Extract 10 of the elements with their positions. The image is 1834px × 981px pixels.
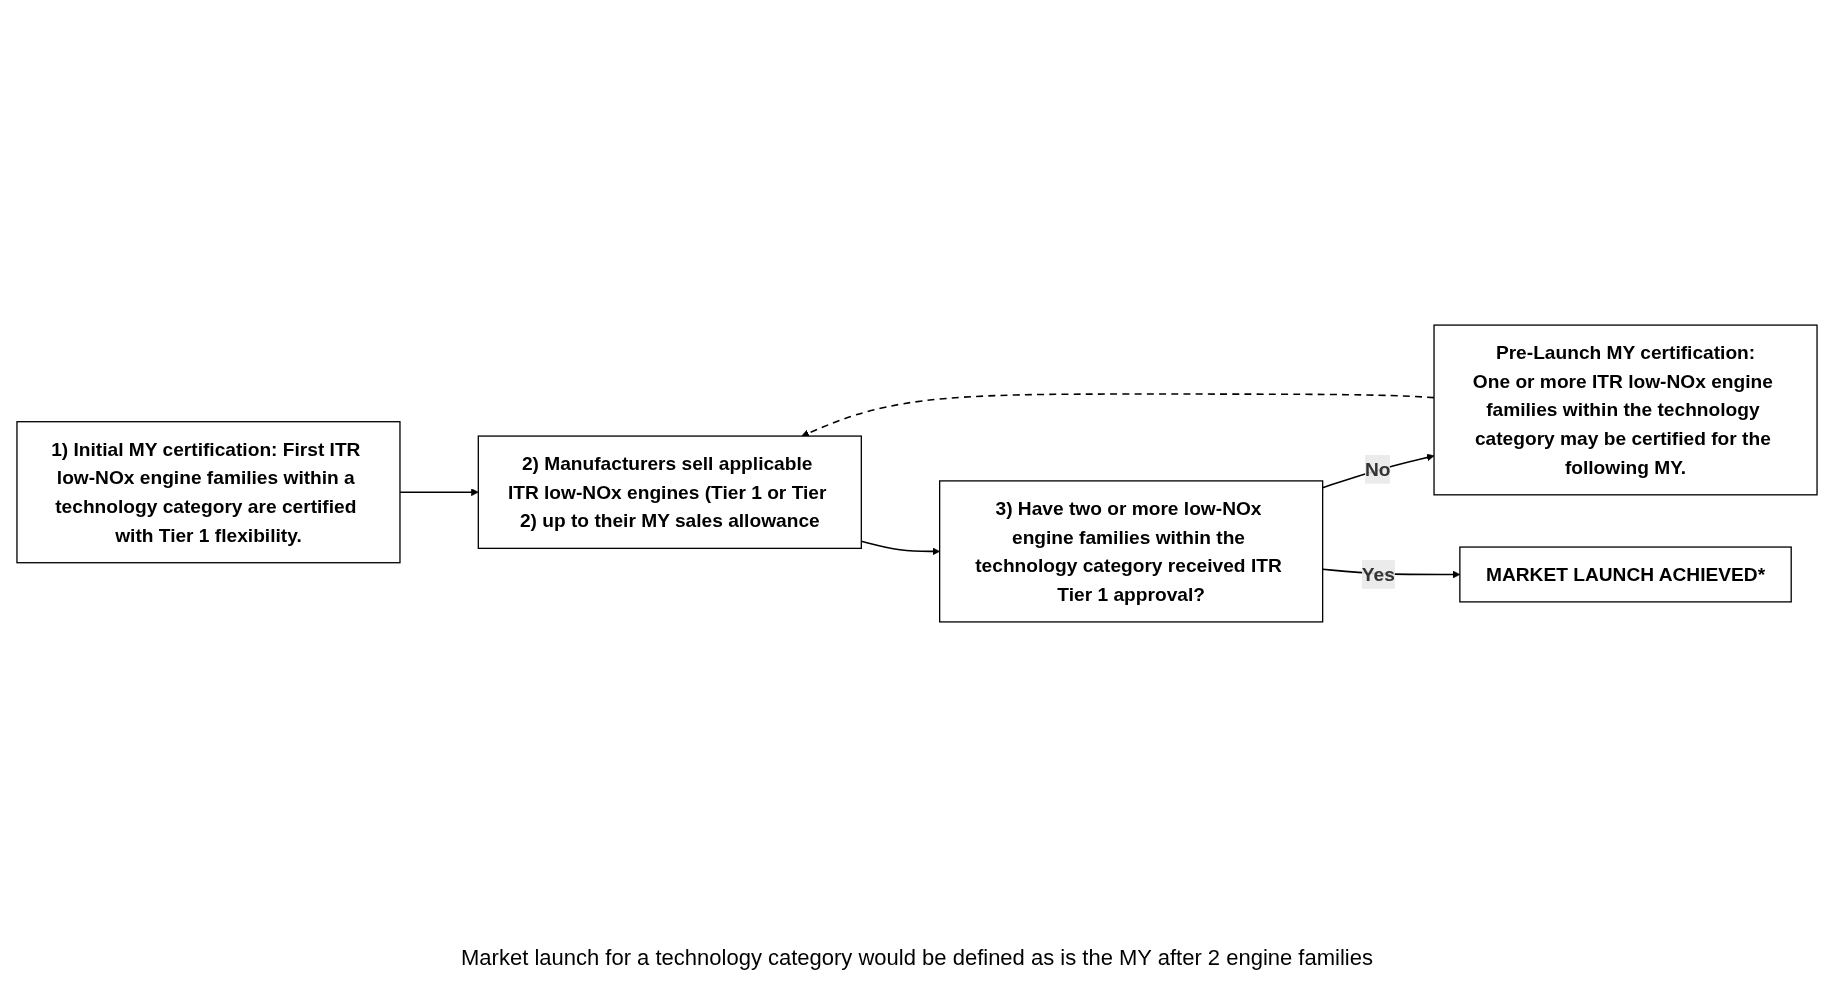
node-box: 1) Initial MY certification: First ITR low-NOx engine families within a technology category are certified with Tier 1 flexibility. <box>16 421 401 564</box>
node-box: MARKET LAUNCH ACHIEVED* <box>1459 546 1792 603</box>
edge-label: No <box>1364 458 1391 481</box>
node-box: Pre-Launch MY certification: One or more ITR low-NOx engine families within the technology category may be certified for the following MY. <box>1433 324 1818 496</box>
footnote: Market launch for a technology category would be defined as is the MY after 2 engine families <box>461 945 1373 971</box>
node-box: 2) Manufacturers sell applicable ITR low-NOx engines (Tier 1 or Tier 2) up to their MY sales allowance <box>477 435 862 549</box>
arrow <box>801 393 1435 437</box>
arrow <box>399 488 479 497</box>
node-box: 3) Have two or more low-NOx engine families within the technology category received ITR Tier 1 approval? <box>939 480 1324 623</box>
edge-label: Yes <box>1361 563 1395 586</box>
